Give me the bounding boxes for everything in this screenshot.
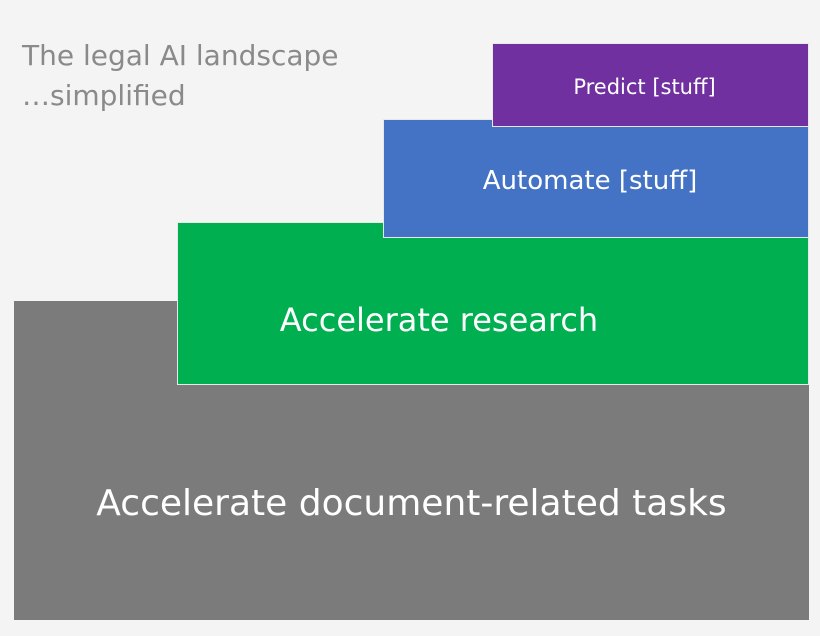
title-line-2: …simplified bbox=[22, 79, 186, 112]
automate-layer-label: Automate [stuff] bbox=[482, 165, 698, 196]
diagram-title: The legal AI landscape …simplified bbox=[22, 36, 339, 116]
predict-layer-label: Predict [stuff] bbox=[573, 75, 716, 99]
predict-layer: Predict [stuff] bbox=[492, 43, 809, 127]
research-layer: Accelerate research bbox=[177, 222, 809, 385]
base-layer: Accelerate document-related tasks bbox=[14, 384, 809, 620]
base-layer-label: Accelerate document-related tasks bbox=[96, 482, 727, 524]
automate-layer: Automate [stuff] bbox=[383, 119, 809, 238]
research-layer-label: Accelerate research bbox=[279, 300, 599, 339]
title-line-1: The legal AI landscape bbox=[22, 39, 339, 72]
base-layer-step bbox=[14, 301, 178, 385]
